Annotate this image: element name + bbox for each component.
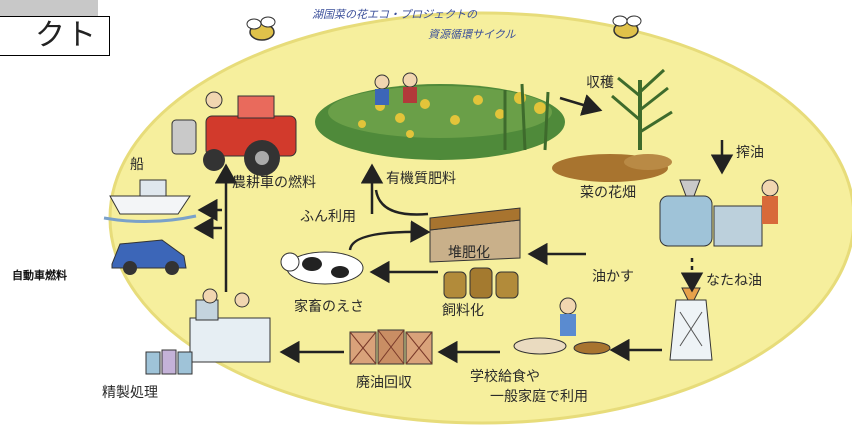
- feed-bags-illustration: [443, 267, 519, 299]
- label-car-fuel: 自動車燃料: [12, 269, 67, 282]
- rapeseed-field-illustration: [315, 72, 565, 160]
- arrow-cow-to-compost: [348, 220, 431, 251]
- label-rape-field: 菜の花畑: [580, 185, 636, 201]
- label-refining: 精製処理: [102, 385, 158, 401]
- fuel-drums-illustration: [145, 349, 193, 375]
- waste-oil-boxes-illustration: [349, 329, 433, 365]
- header-title-line2: 資源循環サイクル: [428, 28, 516, 41]
- refinery-illustration: [189, 288, 271, 363]
- bee-icon: [246, 16, 276, 41]
- ship-illustration: [103, 179, 197, 224]
- oil-press-machine-illustration: [659, 179, 779, 247]
- label-organic-fertilizer: 有機質肥料: [386, 171, 456, 187]
- label-ship: 船: [130, 157, 144, 173]
- gray-header-tab: [0, 0, 98, 17]
- label-waste-oil-collection: 廃油回収: [356, 375, 412, 391]
- flow-arrows: [193, 94, 734, 364]
- tractor-illustration: [171, 91, 297, 176]
- compost-shed-illustration: [429, 207, 521, 263]
- harvest-plant-illustration: [552, 68, 673, 182]
- label-school-lunch-line2: 一般家庭で利用: [490, 389, 588, 405]
- title-box: クト: [0, 16, 110, 56]
- school-lunch-illustration: [513, 297, 611, 355]
- cow-illustration: [280, 251, 364, 285]
- arrow-compost-back: [374, 189, 429, 216]
- arrow-field-to-harvest: [559, 94, 603, 116]
- label-harvest: 収穫: [586, 75, 614, 91]
- label-feed-making: 飼料化: [442, 303, 484, 319]
- bee-icon: [612, 15, 642, 39]
- label-manure-use: ふん利用: [300, 209, 356, 225]
- label-rapeseed-oil: なたね油: [706, 273, 762, 289]
- label-oil-cake: 油かす: [592, 269, 634, 285]
- label-livestock-feed: 家畜のえさ: [294, 299, 364, 315]
- label-compost: 堆肥化: [448, 245, 490, 261]
- header-title-line1: 湖国菜の花エコ・プロジェクトの: [312, 8, 477, 21]
- label-school-lunch-line1: 学校給食や: [470, 369, 540, 385]
- car-illustration: [111, 239, 187, 275]
- label-oil-press: 搾油: [736, 145, 764, 161]
- label-farm-fuel: 農耕車の燃料: [232, 175, 316, 191]
